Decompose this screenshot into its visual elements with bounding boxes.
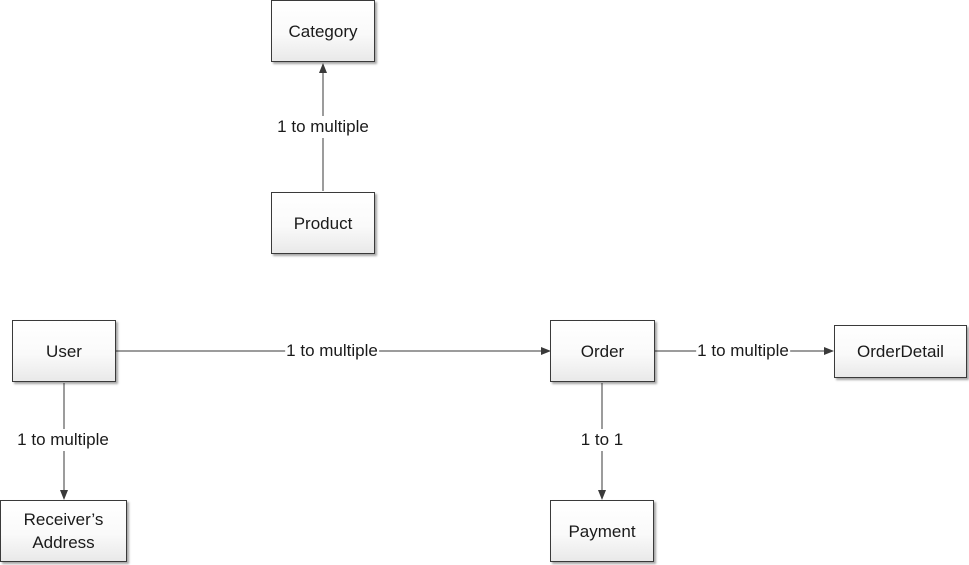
relationship-label-product-category: 1 to multiple [276,116,370,138]
relationship-label-user-address: 1 to multiple [16,429,110,451]
entity-orderdetail-label: OrderDetail [857,342,944,361]
entity-user-label: User [46,341,82,361]
relationship-label-user-order: 1 to multiple [285,340,379,362]
entity-category[interactable]: Category [271,0,375,62]
entity-payment[interactable]: Payment [550,500,654,562]
entity-orderdetail[interactable]: OrderDetail [834,325,967,378]
entity-receivers-address[interactable]: Receiver’s Address [0,500,127,562]
entity-receivers-address-label: Receiver’s Address [23,510,104,552]
relationship-label-order-orderdetail: 1 to multiple [696,340,790,362]
entity-product-label: Product [293,213,353,233]
entity-user[interactable]: User [12,320,116,382]
entity-order-label: Order [580,341,625,361]
entity-product[interactable]: Product [271,192,375,254]
entity-order[interactable]: Order [550,320,655,382]
entity-payment-label: Payment [568,521,636,541]
entity-category-label: Category [288,21,358,41]
relationship-label-order-payment: 1 to 1 [579,429,625,451]
